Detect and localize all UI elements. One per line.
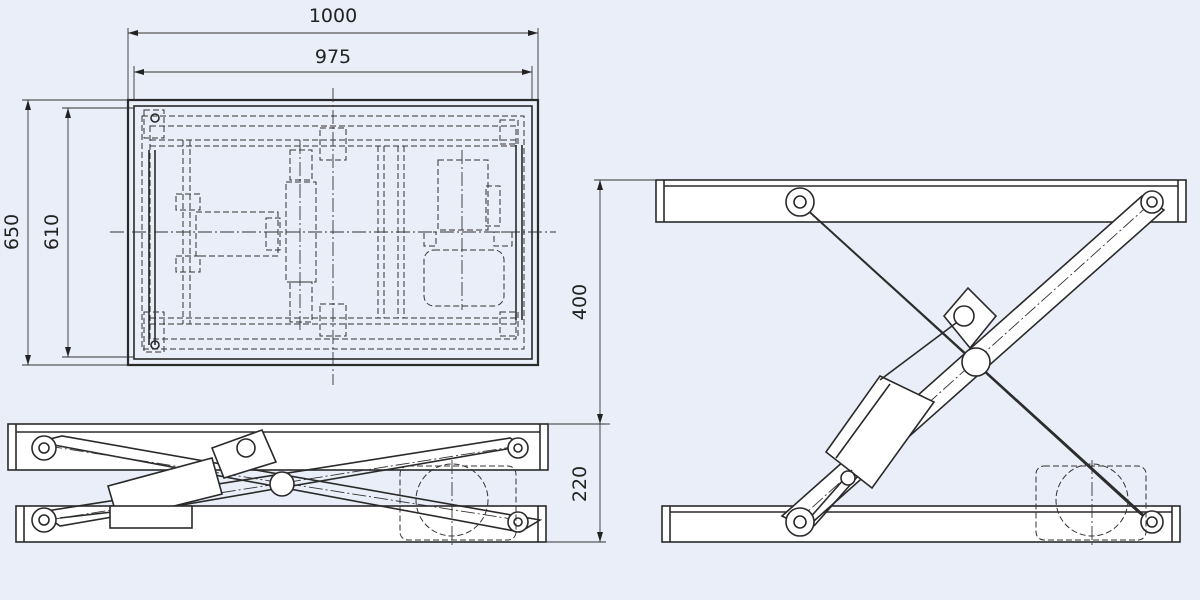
front-view-lowered xyxy=(7,423,549,545)
raised-center-pivot xyxy=(961,347,991,377)
lowered-base-frame xyxy=(15,505,547,543)
dim-label-975: 975 xyxy=(315,46,351,68)
dim-inner-length: 975 xyxy=(133,46,533,100)
top-view: 1000 975 650 610 xyxy=(1,5,556,385)
dim-overall-width: 650 xyxy=(1,99,128,366)
side-view-raised: 400 220 xyxy=(546,179,1187,545)
dim-label-1000: 1000 xyxy=(309,5,357,27)
dim-label-400: 400 xyxy=(569,284,591,320)
dim-label-650: 650 xyxy=(1,214,23,250)
dim-label-220: 220 xyxy=(569,466,591,502)
dim-inner-width: 610 xyxy=(41,107,134,358)
lowered-center-pivot xyxy=(269,471,295,497)
dim-label-610: 610 xyxy=(41,214,63,250)
raised-hydraulic-cylinder xyxy=(824,374,936,490)
dim-overall-length: 1000 xyxy=(127,5,539,100)
dim-max-height: 400 xyxy=(569,179,656,425)
lowered-top-platform xyxy=(7,423,549,471)
dim-min-height: 220 xyxy=(546,423,606,543)
raised-top-platform xyxy=(655,179,1187,223)
